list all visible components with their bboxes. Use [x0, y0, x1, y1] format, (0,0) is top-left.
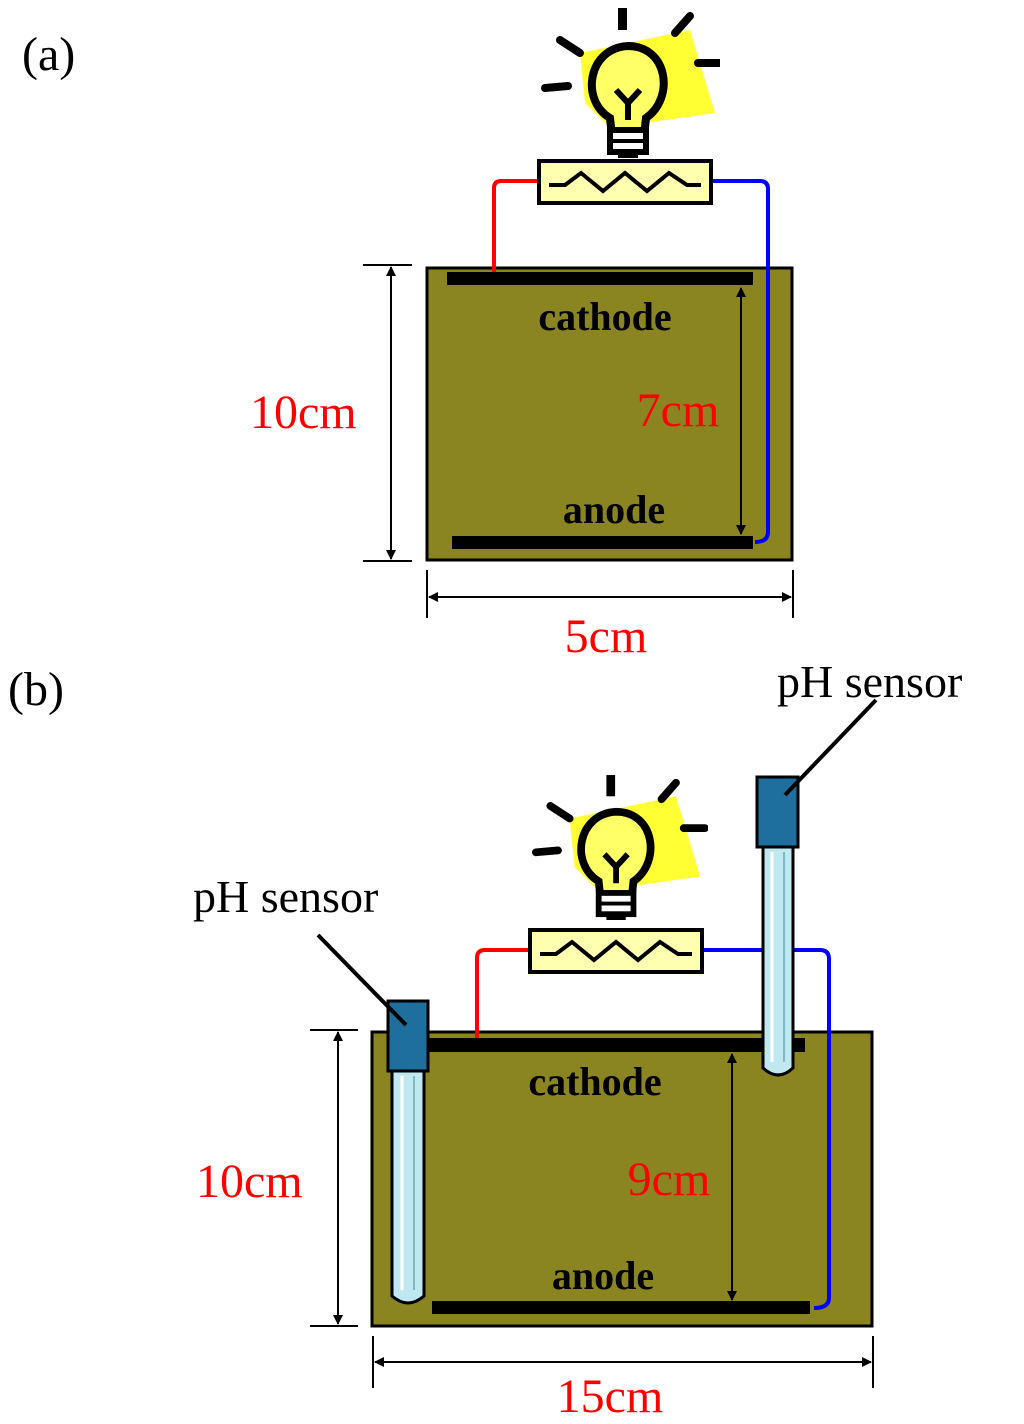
panel-a-label: (a) [22, 28, 75, 81]
sensor-right-leader [783, 698, 878, 797]
anode-label-a: anode [563, 487, 665, 532]
height-label-b: 10cm [196, 1155, 303, 1208]
negative-wire-b [702, 948, 831, 1310]
resistor-b [528, 928, 704, 974]
cathode-label-a: cathode [538, 294, 671, 339]
panel-b-label: (b) [8, 663, 64, 716]
positive-wire-b [475, 948, 530, 1038]
ph-sensor-left-icon [386, 999, 430, 1305]
height-label-a: 10cm [250, 386, 357, 439]
resistor-a [537, 159, 713, 205]
panel-a: (a) cathode anode 10cm 7cm 5cm [22, 8, 794, 663]
sensor-left-leader [316, 933, 408, 1027]
cathode-label-b: cathode [528, 1059, 661, 1104]
tank-b [370, 1030, 874, 1328]
sensor-right-label: pH sensor [777, 656, 962, 707]
cathode-plate-b [425, 1038, 805, 1052]
panel-b: (b) pH sensor pH sensor [8, 656, 962, 1423]
anode-label-b: anode [552, 1253, 654, 1298]
tank-a [425, 266, 794, 562]
ph-sensor-right-icon [755, 775, 800, 1077]
width-label-b: 15cm [557, 1370, 664, 1423]
negative-wire-a [710, 179, 770, 544]
anode-plate-b [432, 1301, 810, 1314]
gap-label-a: 7cm [637, 384, 720, 437]
light-bulb-icon [536, 775, 705, 920]
cathode-plate-a [447, 272, 753, 285]
width-label-a: 5cm [565, 610, 648, 663]
positive-wire-a [492, 179, 541, 272]
sensor-left-label: pH sensor [193, 871, 378, 922]
anode-plate-a [452, 536, 753, 549]
gap-label-b: 9cm [628, 1153, 711, 1206]
light-bulb-icon [545, 8, 720, 158]
